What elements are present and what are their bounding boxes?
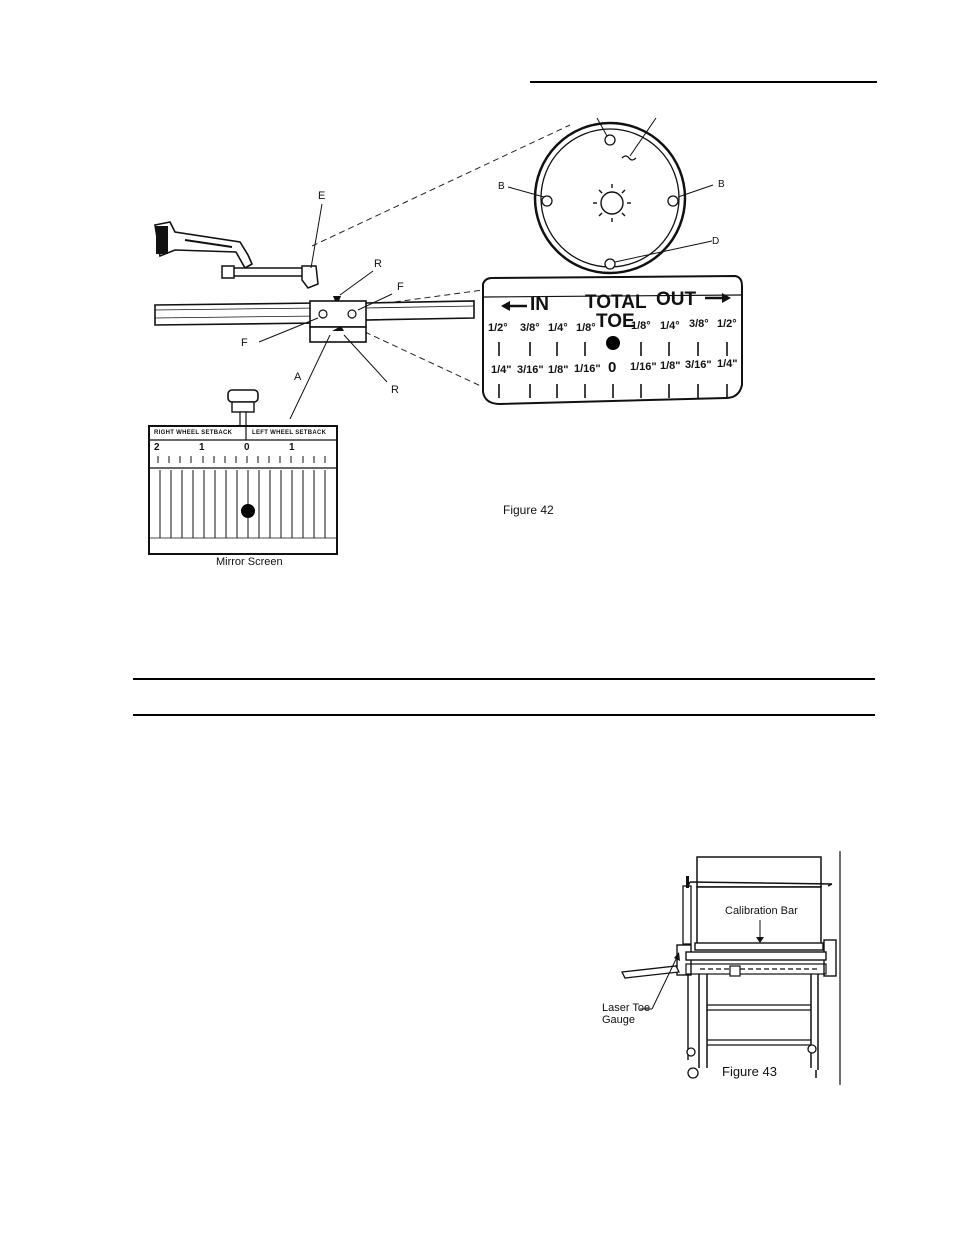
laser-toe-gauge-label-2: Gauge <box>602 1014 636 1026</box>
toe-scale-toe-label: TOE <box>596 311 635 332</box>
callout-e: E <box>318 190 326 202</box>
callout-d: D <box>712 236 720 247</box>
mirror-screen-drawing <box>148 389 338 555</box>
inch-label: 0 <box>608 359 617 376</box>
degree-label: 1/8° <box>631 320 651 332</box>
mirror-screen-caption: Mirror Screen <box>216 556 283 568</box>
inch-label: 1/8" <box>660 360 681 372</box>
inch-label: 3/16" <box>517 364 544 376</box>
section-rule-2 <box>133 714 875 716</box>
callout-b-right: B <box>718 179 725 190</box>
degree-label: 1/2° <box>488 322 508 334</box>
degree-label: 1/4° <box>548 322 568 334</box>
laser-toe-gauge-label-1: Laser Toe <box>602 1002 651 1014</box>
figure-42-caption: Figure 42 <box>503 503 554 517</box>
toe-scale-total-label: TOTAL <box>585 292 647 313</box>
mirror-screen: RIGHT WHEEL SETBACK LEFT WHEEL SETBACK 2… <box>148 388 338 556</box>
inch-label: 1/4" <box>717 358 738 370</box>
toe-scale-out-label: OUT <box>656 289 697 310</box>
mirror-left-header: LEFT WHEEL SETBACK <box>252 430 327 436</box>
degree-label: 1/8° <box>576 322 596 334</box>
calibration-bar-label: Calibration Bar <box>725 905 798 917</box>
section-rule-1 <box>133 678 875 680</box>
degree-label: 1/4° <box>660 320 680 332</box>
mirror-right-header: RIGHT WHEEL SETBACK <box>154 430 233 436</box>
inch-label: 3/16" <box>685 359 712 371</box>
mirror-tick-label: 2 <box>154 442 160 453</box>
figure-43-caption: Figure 43 <box>722 1064 777 1079</box>
callout-r-bottom: R <box>391 384 399 396</box>
target-disc-drawing <box>154 117 743 420</box>
callout-f-right: F <box>397 281 404 293</box>
toe-scale-in-label: IN <box>530 294 549 315</box>
callout-f-left: F <box>241 337 248 349</box>
mirror-tick-label: 1 <box>289 442 295 453</box>
degree-label: 3/8° <box>520 322 540 334</box>
inch-label: 1/4" <box>491 364 512 376</box>
callout-a: A <box>294 371 302 383</box>
degree-label: 3/8° <box>689 318 709 330</box>
mirror-tick-label: 0 <box>244 442 250 453</box>
degree-label: 1/2° <box>717 318 737 330</box>
mirror-tick-label: 1 <box>199 442 205 453</box>
callout-r-top: R <box>374 258 382 270</box>
top-rule <box>530 81 877 83</box>
inch-label: 1/16" <box>574 363 601 375</box>
callout-b-left: B <box>498 181 505 192</box>
inch-label: 1/8" <box>548 364 569 376</box>
inch-label: 1/16" <box>630 361 657 373</box>
